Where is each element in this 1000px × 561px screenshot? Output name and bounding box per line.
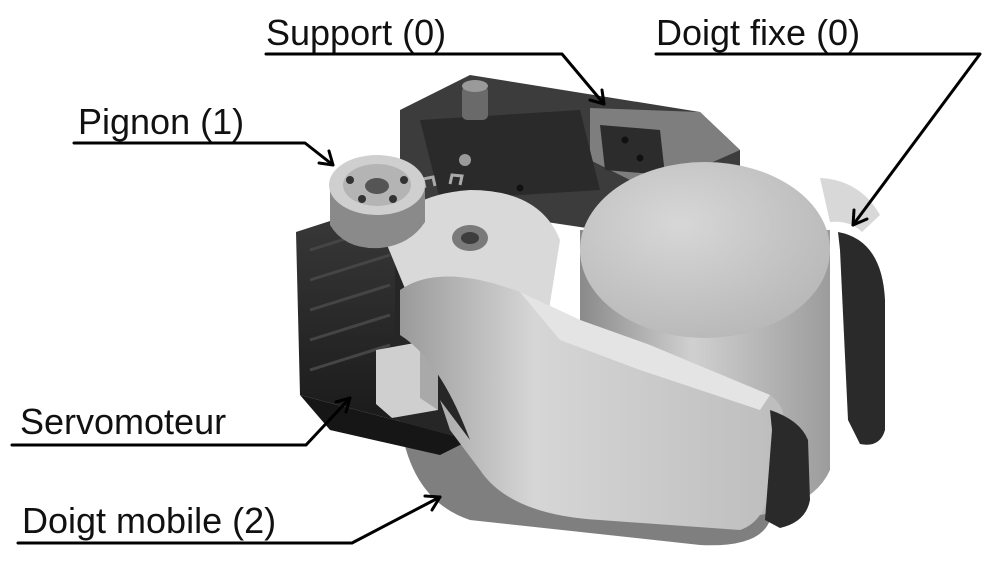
label-servomotor: Servomoteur bbox=[20, 401, 226, 442]
fixed-finger-pad bbox=[838, 232, 885, 445]
arrowhead-servomotor bbox=[334, 396, 352, 414]
label-pinion: Pignon (1) bbox=[78, 101, 244, 142]
annotation-pinion: Pignon (1) bbox=[72, 101, 335, 167]
gripper-assembly bbox=[296, 75, 885, 546]
annotation-servomotor: Servomoteur bbox=[10, 396, 352, 447]
leader-support bbox=[264, 52, 606, 106]
arrowhead-support bbox=[588, 88, 606, 106]
arrowhead-mobile-finger bbox=[423, 494, 442, 512]
label-fixed-finger: Doigt fixe (0) bbox=[656, 12, 860, 53]
fixed-finger-top-disk bbox=[580, 162, 830, 338]
label-mobile-finger: Doigt mobile (2) bbox=[22, 500, 276, 541]
leader-mobile-finger bbox=[16, 495, 442, 545]
arrowhead-fixed-finger bbox=[851, 208, 869, 227]
leader-fixed-finger bbox=[654, 52, 982, 227]
annotation-mobile-finger: Doigt mobile (2) bbox=[16, 494, 442, 545]
leader-pinion bbox=[72, 141, 335, 167]
leader-servomotor bbox=[10, 396, 352, 447]
pinion-gear bbox=[329, 155, 425, 249]
mobile-finger bbox=[400, 276, 810, 530]
mobile-finger-pad bbox=[765, 410, 810, 528]
arrowhead-pinion bbox=[317, 149, 335, 167]
annotation-fixed-finger: Doigt fixe (0) bbox=[654, 12, 982, 227]
label-support: Support (0) bbox=[266, 12, 446, 53]
annotation-support: Support (0) bbox=[264, 12, 606, 106]
